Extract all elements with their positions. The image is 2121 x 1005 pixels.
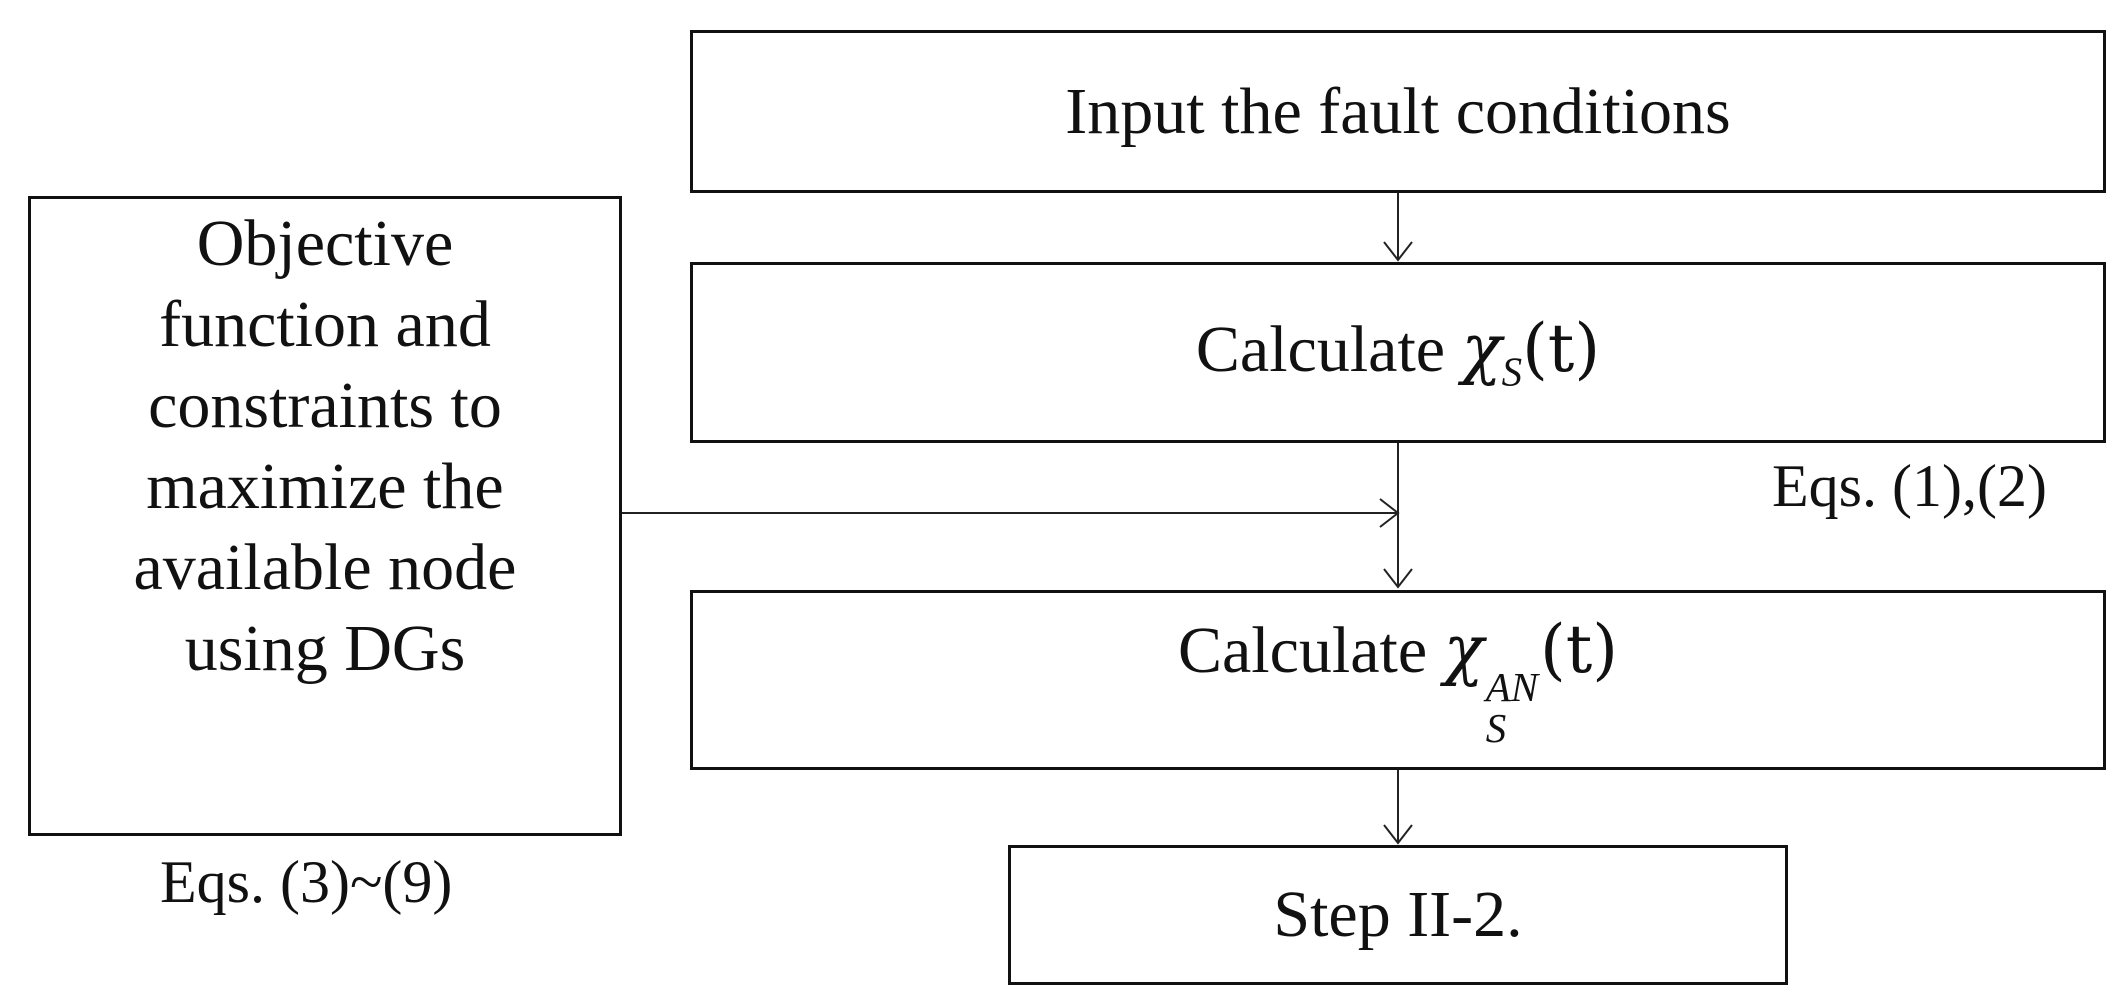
calculate-xs-prefix: Calculate — [1195, 312, 1462, 386]
objective-line-2: function and — [159, 288, 491, 361]
objective-constraints-box: Objective function and constraints to ma… — [28, 196, 622, 836]
arrowhead-calc-xs-an-to-step — [1383, 824, 1413, 845]
calculate-xs-an-symbol: χ — [1443, 610, 1484, 688]
calculate-xs-an-superscript: AN — [1485, 665, 1538, 711]
objective-line-4: maximize the — [146, 450, 504, 523]
calculate-xs-symbol: χ — [1461, 309, 1502, 387]
calculate-xs-an-prefix: Calculate — [1177, 613, 1444, 687]
arrowhead-calc-xs-to-calc-xs-an — [1383, 568, 1413, 589]
objective-line-1: Objective — [196, 207, 454, 280]
calculate-xs-subscript: S — [1501, 349, 1523, 395]
objective-line-5: available node — [133, 531, 517, 604]
objective-constraints-text: Objective function and constraints to ma… — [134, 199, 517, 689]
step-ii-2-label: Step II-2. — [1273, 878, 1523, 952]
arrowhead-input-to-calc-xs — [1383, 241, 1413, 262]
arrowhead-objective-to-flow — [1379, 498, 1400, 528]
calculate-xs-label: Calculate χS(t) — [1196, 309, 1600, 396]
calculate-xs-an-subscript: S — [1485, 706, 1507, 752]
objective-line-3: constraints to — [148, 369, 502, 442]
calculate-xs-argument: (t) — [1522, 309, 1601, 387]
input-fault-conditions-box: Input the fault conditions — [690, 30, 2106, 193]
step-ii-2-box: Step II-2. — [1008, 845, 1788, 985]
objective-line-6: using DGs — [184, 612, 466, 685]
eqs-1-2-note: Eqs. (1),(2) — [1772, 453, 2047, 519]
input-fault-conditions-label: Input the fault conditions — [1065, 74, 1731, 148]
eqs-3-9-note: Eqs. (3)~(9) — [160, 849, 453, 915]
calculate-xs-box: Calculate χS(t) — [690, 262, 2106, 443]
calculate-xs-an-argument: (t) — [1539, 610, 1619, 688]
